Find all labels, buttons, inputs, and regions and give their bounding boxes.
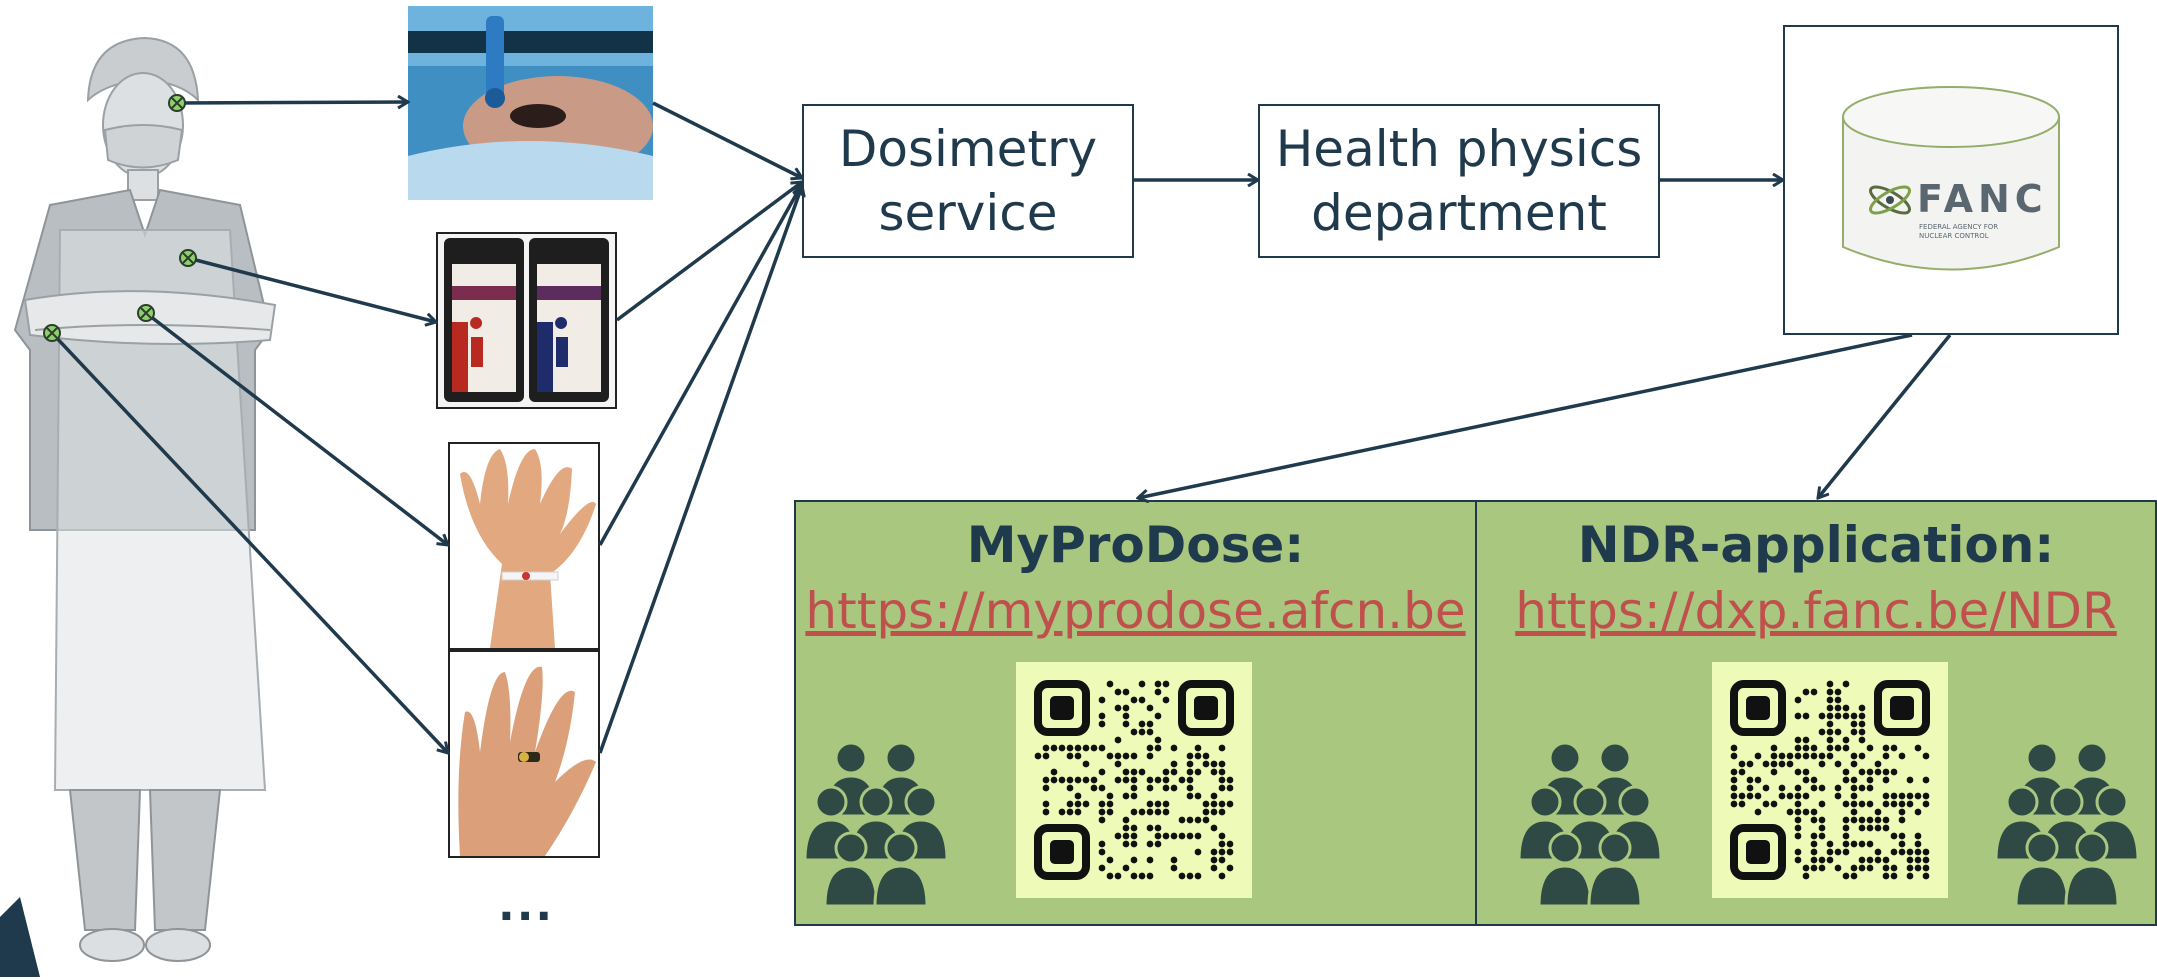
myprodose-panel: MyProDose: https://myprodose.afcn.be: [794, 500, 1477, 926]
ndr-application-link[interactable]: https://dxp.fanc.be/NDR: [1515, 582, 2117, 640]
body-position-markers: [43, 94, 197, 342]
nurse-figure: [13, 36, 277, 962]
arrow-head-to-photo: [176, 102, 408, 103]
head-dosimeter-photo: [408, 6, 653, 200]
myprodose-qr-code[interactable]: [1016, 662, 1252, 898]
arrow-fanc-to-myprodose: [1138, 333, 1913, 498]
hand-ring-image: [450, 652, 598, 856]
eye-with-headband-image: [408, 6, 653, 200]
myprodose-title: MyProDose:: [966, 516, 1305, 574]
arrow-finger-to-dosimetry: [598, 186, 802, 754]
marker-head: [168, 94, 186, 112]
users-group-icon: [806, 741, 946, 908]
myprodose-link[interactable]: https://myprodose.afcn.be: [805, 582, 1466, 640]
wrist-image: [450, 444, 598, 648]
qr-code-icon: [1034, 680, 1234, 880]
arrow-badge-to-dosimetry: [615, 182, 802, 322]
fanc-logo-subtitle: FEDERAL AGENCY FOR NUCLEAR CONTROL: [1919, 223, 1999, 240]
database-cylinder-icon: [1842, 86, 2060, 271]
arrow-wrist-to-photo: [144, 311, 448, 545]
users-group-icon: [1997, 741, 2137, 908]
users-group-icon: [1520, 741, 1660, 908]
more-dosimeters-indicator: ...: [498, 880, 555, 931]
marker-wrist: [137, 304, 155, 322]
health-physics-department-box: Health physics department: [1258, 104, 1660, 258]
arrow-fanc-to-ndr: [1818, 333, 1952, 498]
qr-code-icon: [1730, 680, 1930, 880]
dosimetry-service-box: Dosimetry service: [802, 104, 1134, 258]
corner-accent: [0, 897, 40, 977]
chest-badge-photo: [436, 232, 617, 409]
wrist-dosimeter-photo: [448, 442, 600, 650]
marker-finger: [43, 324, 61, 342]
marker-chest: [179, 249, 197, 267]
badge-dosimeters-image: [438, 234, 615, 407]
arrow-head-photo-to-dosimetry: [652, 101, 802, 178]
arrow-finger-to-photo: [50, 331, 448, 753]
finger-ring-dosimeter-photo: [448, 650, 600, 858]
ndr-application-panel: NDR-application: https://dxp.fanc.be/NDR: [1475, 500, 2157, 926]
fanc-database-box: FANC FEDERAL AGENCY FOR NUCLEAR CONTROL: [1783, 25, 2119, 335]
arrow-wrist-to-dosimetry: [598, 184, 802, 546]
arrow-chest-to-badge: [187, 256, 436, 322]
fanc-atom-logo-icon: [1869, 185, 1911, 215]
ndr-application-title: NDR-application:: [1577, 516, 2055, 574]
fanc-logo-text: FANC: [1917, 177, 2048, 221]
ndr-application-qr-code[interactable]: [1712, 662, 1948, 898]
